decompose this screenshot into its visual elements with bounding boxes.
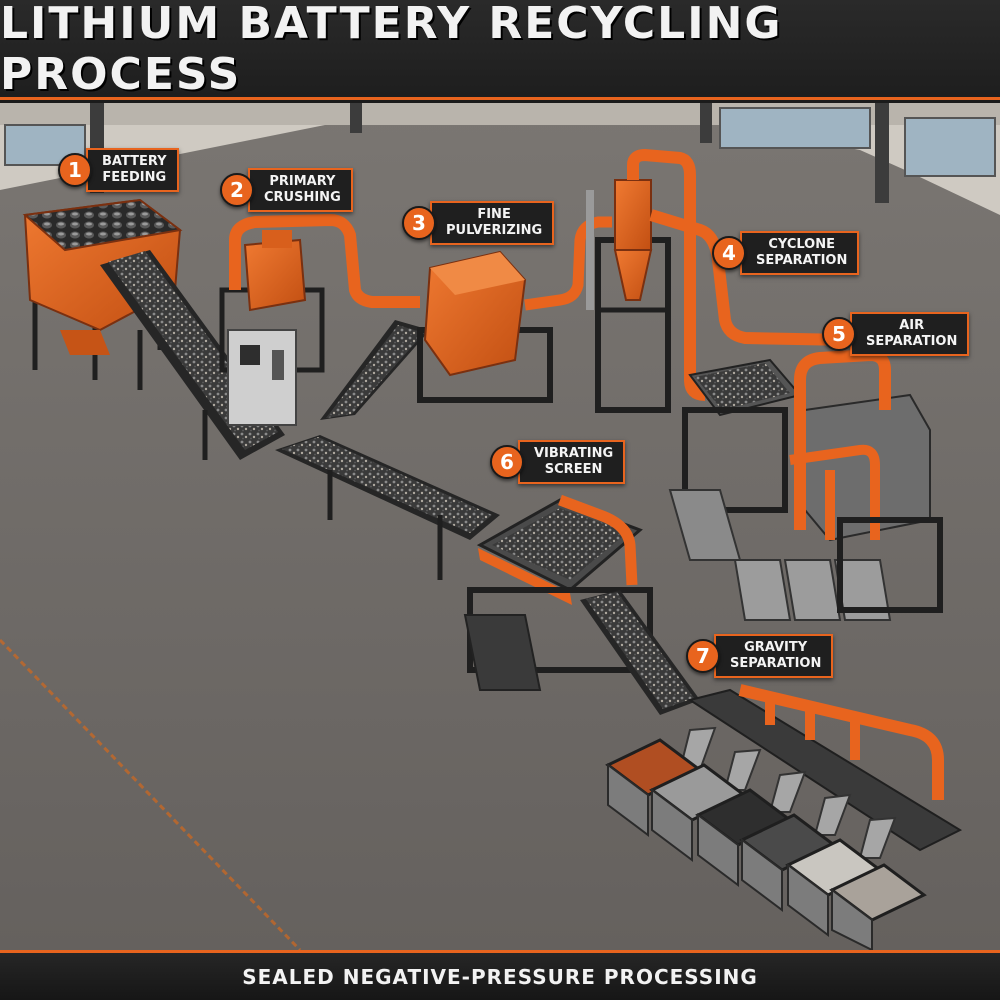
step-7-callout: 7 GRAVITY SEPARATION — [686, 634, 834, 678]
step-2-callout: 2 PRIMARY CRUSHING — [220, 168, 353, 212]
air-separator — [668, 348, 943, 621]
title-bar: LITHIUM BATTERY RECYCLING PROCESS — [0, 0, 1000, 100]
fine-pulverizer — [417, 216, 612, 403]
footer-caption: SEALED NEGATIVE-PRESSURE PROCESSING — [242, 964, 758, 989]
step-3-callout: 3 FINE PULVERIZING — [402, 201, 555, 245]
step-3-label: FINE PULVERIZING — [430, 201, 555, 245]
conveyor-3 — [580, 590, 700, 715]
diagram-title: LITHIUM BATTERY RECYCLING PROCESS — [0, 0, 783, 100]
step-5-callout: 5 AIR SEPARATION — [822, 312, 970, 356]
step-5-number: 5 — [822, 317, 856, 351]
footer-bar: SEALED NEGATIVE-PRESSURE PROCESSING — [0, 950, 1000, 1000]
step-1-label: BATTERY FEEDING — [86, 148, 179, 192]
step-4-label: CYCLONE SEPARATION — [740, 231, 860, 275]
step-6-number: 6 — [490, 445, 524, 479]
gravity-separator — [605, 684, 963, 950]
cyclone-separator — [586, 148, 851, 413]
step-1-callout: 1 BATTERY FEEDING — [58, 148, 179, 192]
step-6-callout: 6 VIBRATING SCREEN — [490, 440, 626, 484]
primary-crusher — [219, 213, 420, 426]
step-2-number: 2 — [220, 173, 254, 207]
vibrating-screen — [463, 494, 653, 691]
step-7-number: 7 — [686, 639, 720, 673]
step-7-label: GRAVITY SEPARATION — [714, 634, 834, 678]
step-5-label: AIR SEPARATION — [850, 312, 970, 356]
step-6-label: VIBRATING SCREEN — [518, 440, 626, 484]
conveyor-2 — [275, 320, 500, 580]
step-4-number: 4 — [712, 236, 746, 270]
step-3-number: 3 — [402, 206, 436, 240]
step-4-callout: 4 CYCLONE SEPARATION — [712, 231, 860, 275]
step-2-label: PRIMARY CRUSHING — [248, 168, 353, 212]
step-1-number: 1 — [58, 153, 92, 187]
